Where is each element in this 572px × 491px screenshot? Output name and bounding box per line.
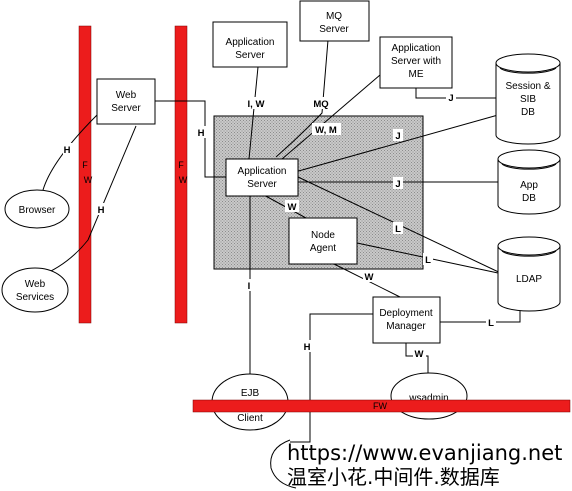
mq-server-line-1: MQ: [326, 11, 342, 22]
application-server-top: Application Server: [212, 21, 288, 68]
wsadmin-label: wsadmin: [408, 393, 448, 404]
app-server-main-line-2: Server: [247, 179, 277, 190]
watermark-cn: 温室小花.中间件.数据库: [287, 465, 500, 489]
label-l-cell: L: [395, 224, 401, 235]
label-j-cell: J: [395, 131, 400, 142]
label-i-w: I, W: [248, 99, 265, 110]
web-services: Web Services: [1, 267, 69, 313]
label-w-dm: W: [365, 272, 374, 283]
watermark: https://www.evanjiang.net 温室小花.中间件.数据库: [287, 441, 562, 489]
firewall-bottom-label: FW: [373, 401, 387, 411]
app-server-top-line-2: Server: [235, 50, 265, 61]
label-h-dm: H: [304, 342, 311, 353]
firewall-middle: [174, 25, 188, 324]
mq-server-line-2: Server: [319, 24, 349, 35]
firewall-left-label-w: W: [84, 175, 93, 185]
session-db-line-3: DB: [521, 107, 535, 118]
app-server-me-line-3: ME: [409, 69, 424, 80]
session-db-line-1: Session &: [505, 81, 550, 92]
deployment-manager-line-2: Manager: [386, 321, 426, 332]
firewall-left: [78, 25, 92, 324]
connection-labels: H H H I, W MQ W, M J J J W L L W L W I H: [63, 91, 496, 360]
session-db-line-2: SIB: [520, 94, 536, 105]
node-agent-line-2: Agent: [310, 243, 336, 254]
ldap: LDAP: [497, 236, 561, 312]
watermark-url: https://www.evanjiang.net: [287, 441, 562, 465]
label-h-browser: H: [64, 145, 71, 156]
ldap-label: LDAP: [516, 274, 542, 285]
web-server: Web Server: [96, 78, 156, 125]
browser: Browser: [4, 189, 70, 229]
deployment-manager-line-1: Deployment: [379, 308, 433, 319]
firewall-middle-label-w: W: [179, 175, 188, 185]
label-l-dm: L: [488, 318, 494, 329]
label-j-session: J: [448, 93, 453, 104]
web-services-line-1: Web: [25, 279, 46, 290]
label-l-nodeagent: L: [425, 255, 431, 266]
bottom-client-outline: [270, 439, 297, 489]
firewall-middle-label-f: F: [178, 160, 184, 170]
label-h-webserver: H: [198, 128, 205, 139]
firewall-left-label-f: F: [82, 160, 88, 170]
deployment-manager: Deployment Manager: [372, 296, 441, 344]
web-server-line-1: Web: [116, 90, 137, 101]
label-w-m: W, M: [315, 125, 337, 136]
app-server-top-line-1: Application: [226, 37, 275, 48]
application-server-with-me: Application Server with ME: [379, 36, 453, 89]
app-server-main-line-1: Application: [238, 166, 287, 177]
label-h-webservices: H: [98, 205, 105, 216]
session-sib-db: Session & SIB DB: [495, 53, 561, 145]
app-db-line-1: App: [520, 180, 538, 191]
application-server-main: Application Server: [225, 158, 299, 197]
app-server-me-line-2: Server with: [391, 56, 441, 67]
label-mq: MQ: [313, 99, 328, 110]
app-db-line-2: DB: [522, 193, 536, 204]
web-server-line-2: Server: [111, 103, 141, 114]
ejb-client-line-2: Client: [237, 413, 263, 424]
label-j-appdb: J: [395, 179, 400, 190]
node-agent: Node Agent: [288, 217, 358, 265]
node-agent-line-1: Node: [311, 230, 335, 241]
firewall-bottom: [192, 399, 571, 413]
label-w-wsadmin: W: [415, 349, 424, 360]
mq-server: MQ Server: [299, 0, 370, 42]
app-db: App DB: [497, 149, 561, 215]
ejb-client-line-1: EJB: [241, 388, 260, 399]
web-services-line-2: Services: [16, 292, 54, 303]
app-server-me-line-1: Application: [392, 43, 441, 54]
label-w-nodeagent: W: [288, 202, 297, 213]
label-i-ejb: I: [248, 281, 251, 292]
browser-label: Browser: [19, 205, 56, 216]
